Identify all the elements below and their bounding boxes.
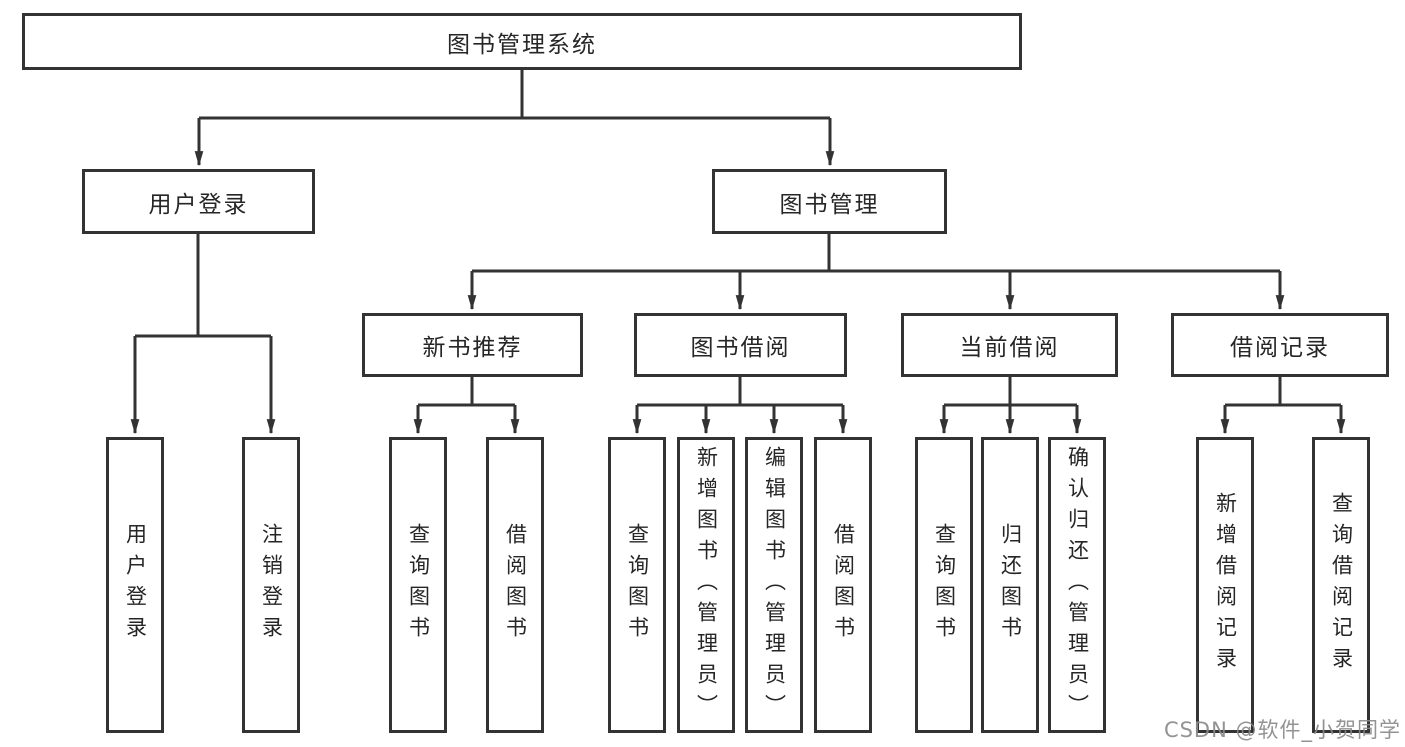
- leaf-node-query-books-recommend: 查询图书: [389, 437, 447, 733]
- module-node-current-borrow: 当前借阅: [901, 313, 1118, 377]
- leaf-node-query-borrow-record: 查询借阅记录: [1312, 437, 1370, 733]
- branch-node-label: 图书管理: [779, 191, 880, 218]
- branch-node-label: 用户登录: [148, 191, 249, 218]
- leaf-node-label: 借阅图书: [831, 523, 856, 647]
- leaf-node-add-borrow-record: 新增借阅记录: [1196, 437, 1254, 733]
- module-node-borrow-records: 借阅记录: [1171, 313, 1389, 377]
- module-node-book-borrow: 图书借阅: [634, 313, 847, 377]
- connector-bookborrow-to-leaves: [632, 377, 848, 435]
- leaf-node-label: 注销登录: [259, 523, 284, 647]
- root-node-library-management-system: 图书管理系统: [22, 13, 1022, 70]
- module-node-label: 当前借阅: [959, 335, 1060, 361]
- leaf-node-label: 查询图书: [406, 523, 431, 647]
- connector-newbook-to-leaves: [413, 377, 520, 435]
- connector-bookmgmt-to-level3: [467, 234, 1285, 311]
- watermark: CSDN @软件_小贺同学: [1163, 718, 1401, 742]
- leaf-node-return-books: 归还图书: [981, 437, 1039, 733]
- leaf-node-query-books-current: 查询图书: [915, 437, 973, 733]
- leaf-node-user-login: 用户登录: [106, 437, 164, 733]
- leaf-node-borrow-books-recommend: 借阅图书: [486, 437, 544, 733]
- leaf-node-label: 归还图书: [998, 523, 1023, 647]
- connector-currentborrow-to-leaves: [939, 377, 1082, 435]
- leaf-node-label: 新增借阅记录: [1213, 492, 1238, 678]
- leaf-node-label: 确认归还（管理员）: [1065, 445, 1090, 725]
- leaf-node-query-books-borrow: 查询图书: [608, 437, 666, 733]
- module-node-label: 图书借阅: [690, 335, 791, 361]
- branch-node-user-login: 用户登录: [82, 169, 315, 234]
- leaf-node-label: 借阅图书: [503, 523, 528, 647]
- root-node-label: 图书管理系统: [447, 31, 597, 58]
- connector-root-to-level2: [194, 70, 835, 167]
- leaf-node-add-books-admin: 新增图书（管理员）: [677, 437, 735, 733]
- leaf-node-edit-books-admin: 编辑图书（管理员）: [745, 437, 803, 733]
- leaf-node-label: 新增图书（管理员）: [694, 445, 719, 725]
- leaf-node-confirm-return-admin: 确认归还（管理员）: [1048, 437, 1106, 733]
- branch-node-book-management: 图书管理: [712, 169, 947, 234]
- leaf-node-label: 编辑图书（管理员）: [762, 445, 787, 725]
- connector-borrowrecords-to-leaves: [1220, 377, 1346, 435]
- leaf-node-label: 查询图书: [932, 523, 957, 647]
- leaf-node-label: 查询图书: [625, 523, 650, 647]
- module-node-label: 借阅记录: [1230, 335, 1330, 361]
- leaf-node-borrow-books: 借阅图书: [814, 437, 872, 733]
- connector-userlogin-to-leaves: [130, 234, 276, 435]
- leaf-node-logout: 注销登录: [242, 437, 300, 733]
- module-node-new-book-recommend: 新书推荐: [362, 313, 583, 377]
- leaf-node-label: 查询借阅记录: [1329, 492, 1354, 678]
- module-node-label: 新书推荐: [422, 335, 523, 361]
- leaf-node-label: 用户登录: [123, 523, 148, 647]
